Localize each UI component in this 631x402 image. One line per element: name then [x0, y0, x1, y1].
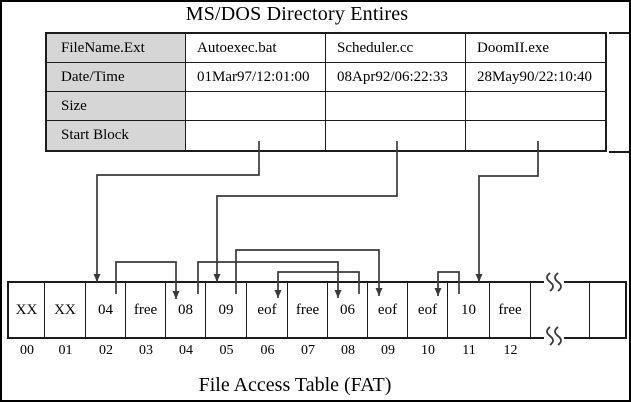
row-label-start-block: Start Block [47, 121, 186, 150]
fat-index-11: 11 [462, 343, 476, 358]
row-label-size: Size [47, 92, 186, 121]
dir-cell-scheduler-cc-date-time: 08Apr92/06:22:33 [326, 63, 466, 92]
dir-cell-autoexec-bat-date-time: 01Mar97/12:01:00 [186, 63, 326, 92]
connector-dir-doomii-to-fat-11 [478, 141, 539, 282]
fat-index-04: 04 [179, 343, 193, 358]
fat-cell-04: 08 [166, 283, 206, 337]
dir-cell-doomii-exe-filename-ext: DoomII.exe [466, 34, 605, 63]
fat-index-01: 01 [58, 343, 73, 358]
dir-cell-autoexec-bat-size [186, 92, 326, 121]
fat-cell-value: 04 [98, 301, 113, 318]
connector-dir-autoexec-to-fat-02 [96, 141, 260, 282]
fat-cell-value: free [133, 301, 158, 318]
fat-cell-11: 10 [448, 283, 490, 337]
fat-cell-05: 09 [206, 283, 247, 337]
fat-strip: XX XX 04 free 08 09 eof free 06 eof eof 10 free [7, 281, 627, 339]
fat-index-06: 06 [260, 343, 275, 358]
fat-index-00: 00 [20, 343, 34, 358]
fat-cell-value: free [498, 301, 522, 318]
fat-cell-value: 06 [340, 301, 355, 318]
dir-cell-autoexec-bat-start-block [186, 121, 326, 150]
fat-cell-08: 06 [328, 283, 368, 337]
fat-cell-09: eof [368, 283, 408, 337]
fat-cell-06: eof [247, 283, 288, 337]
dir-cell-scheduler-cc-start-block [326, 121, 466, 150]
fat-index-10: 10 [421, 343, 435, 358]
fat-cell-value: XX [15, 301, 38, 318]
fat-cell-value: 09 [218, 301, 234, 318]
row-label-date-time: Date/Time [47, 63, 186, 92]
fat-cell-value: eof [377, 301, 398, 318]
dir-cell-doomii-exe-start-block [466, 121, 605, 150]
fat-index-08: 08 [341, 343, 355, 358]
fat-index-02: 02 [99, 343, 113, 358]
fat-cell-12: free [490, 283, 531, 337]
row-label-filename-ext: FileName.Ext [47, 34, 186, 63]
fat-cell-value: eof [417, 301, 438, 318]
fat-cell-value: eof [257, 301, 277, 318]
fat-tail-cell [590, 283, 625, 337]
dir-cell-scheduler-cc-filename-ext: Scheduler.cc [326, 34, 466, 63]
connector-dir-scheduler-to-fat-05 [216, 141, 398, 282]
fat-cell-07: free [288, 283, 328, 337]
fat-cell-03: free [126, 283, 166, 337]
fat-cell-value: 08 [178, 301, 193, 318]
fat-cell-value: XX [54, 301, 76, 318]
fat-cell-00: XX [9, 283, 45, 337]
fat-break-cell [531, 283, 590, 337]
fat-cell-value: free [295, 301, 320, 318]
fat-cell-01: XX [45, 283, 86, 337]
dir-cell-scheduler-cc-size [326, 92, 466, 121]
fat-index-07: 07 [301, 343, 315, 358]
fat-index-05: 05 [219, 343, 234, 358]
fat-cell-10: eof [408, 283, 448, 337]
fat-cell-value: 10 [461, 301, 476, 318]
fat-index-12: 12 [503, 343, 518, 358]
diagram-title: MS/DOS Directory Entires [185, 3, 409, 25]
dir-cell-doomii-exe-size [466, 92, 605, 121]
dir-cell-autoexec-bat-filename-ext: Autoexec.bat [186, 34, 326, 63]
fat-caption: File Access Table (FAT) [198, 374, 392, 396]
fat-index-03: 03 [139, 343, 153, 358]
dir-cell-doomii-exe-date-time: 28May90/22:10:40 [466, 63, 605, 92]
fat-index-09: 09 [381, 343, 395, 358]
fat-cell-02: 04 [86, 283, 126, 337]
